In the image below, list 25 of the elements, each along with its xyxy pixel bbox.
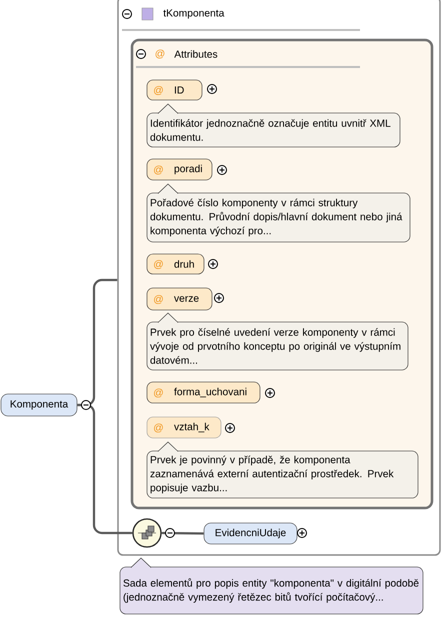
attribute-marker: @ [154,166,163,174]
connector-line [162,532,204,535]
attribute-box: forma_uchovani @ [146,382,260,404]
attribute-box: poradi @ [146,158,212,180]
connector-line [77,404,132,534]
attribute-box: verze @ [146,288,212,310]
attribute-box: druh @ [146,254,204,274]
attribute-marker: @ [154,388,163,398]
attribute-marker: @ [154,295,163,304]
sequence-compositor [132,518,162,548]
annotation-bubble: Prvek je povinný v případě, že komponenta zaznamenává externí autentizační prostředek. Prvek popisuje vazbu... [146,442,418,498]
attribute-marker: @ [156,50,164,58]
type-name: tKomponenta [163,9,224,19]
attribute-marker: @ [154,86,163,95]
annotation-bubble: Sada elementů pro popis entity "komponenta" v digitální podobě (jednoznačně vymezený řetězec bitů tvořící počítačový... [120,558,424,614]
element-box: Komponenta [0,394,78,416]
element-box: EvidencniUdaje [204,522,298,544]
attribute-marker: @ [154,424,163,432]
attribute-marker: @ [154,260,163,269]
annotation-bubble: Pořadové číslo komponenty v rámci struktury dokumentu. Průvodní dopis/hlavní dokument nebo jiná komponenta výchozí pro... [146,184,410,242]
annotation-bubble: Identifikátor jednoznačně označuje entitu uvnitř XML dokumentu. [146,104,400,148]
group-name: Attributes [174,50,218,58]
annotation-bubble: Prvek pro číselné uvedení verze komponenty v rámci vývoje od prvotního konceptu po originál ve výstupním datovém... [146,312,408,370]
attribute-box: ID @ [146,80,202,100]
attribute-box: vztah_k @ [146,416,222,438]
